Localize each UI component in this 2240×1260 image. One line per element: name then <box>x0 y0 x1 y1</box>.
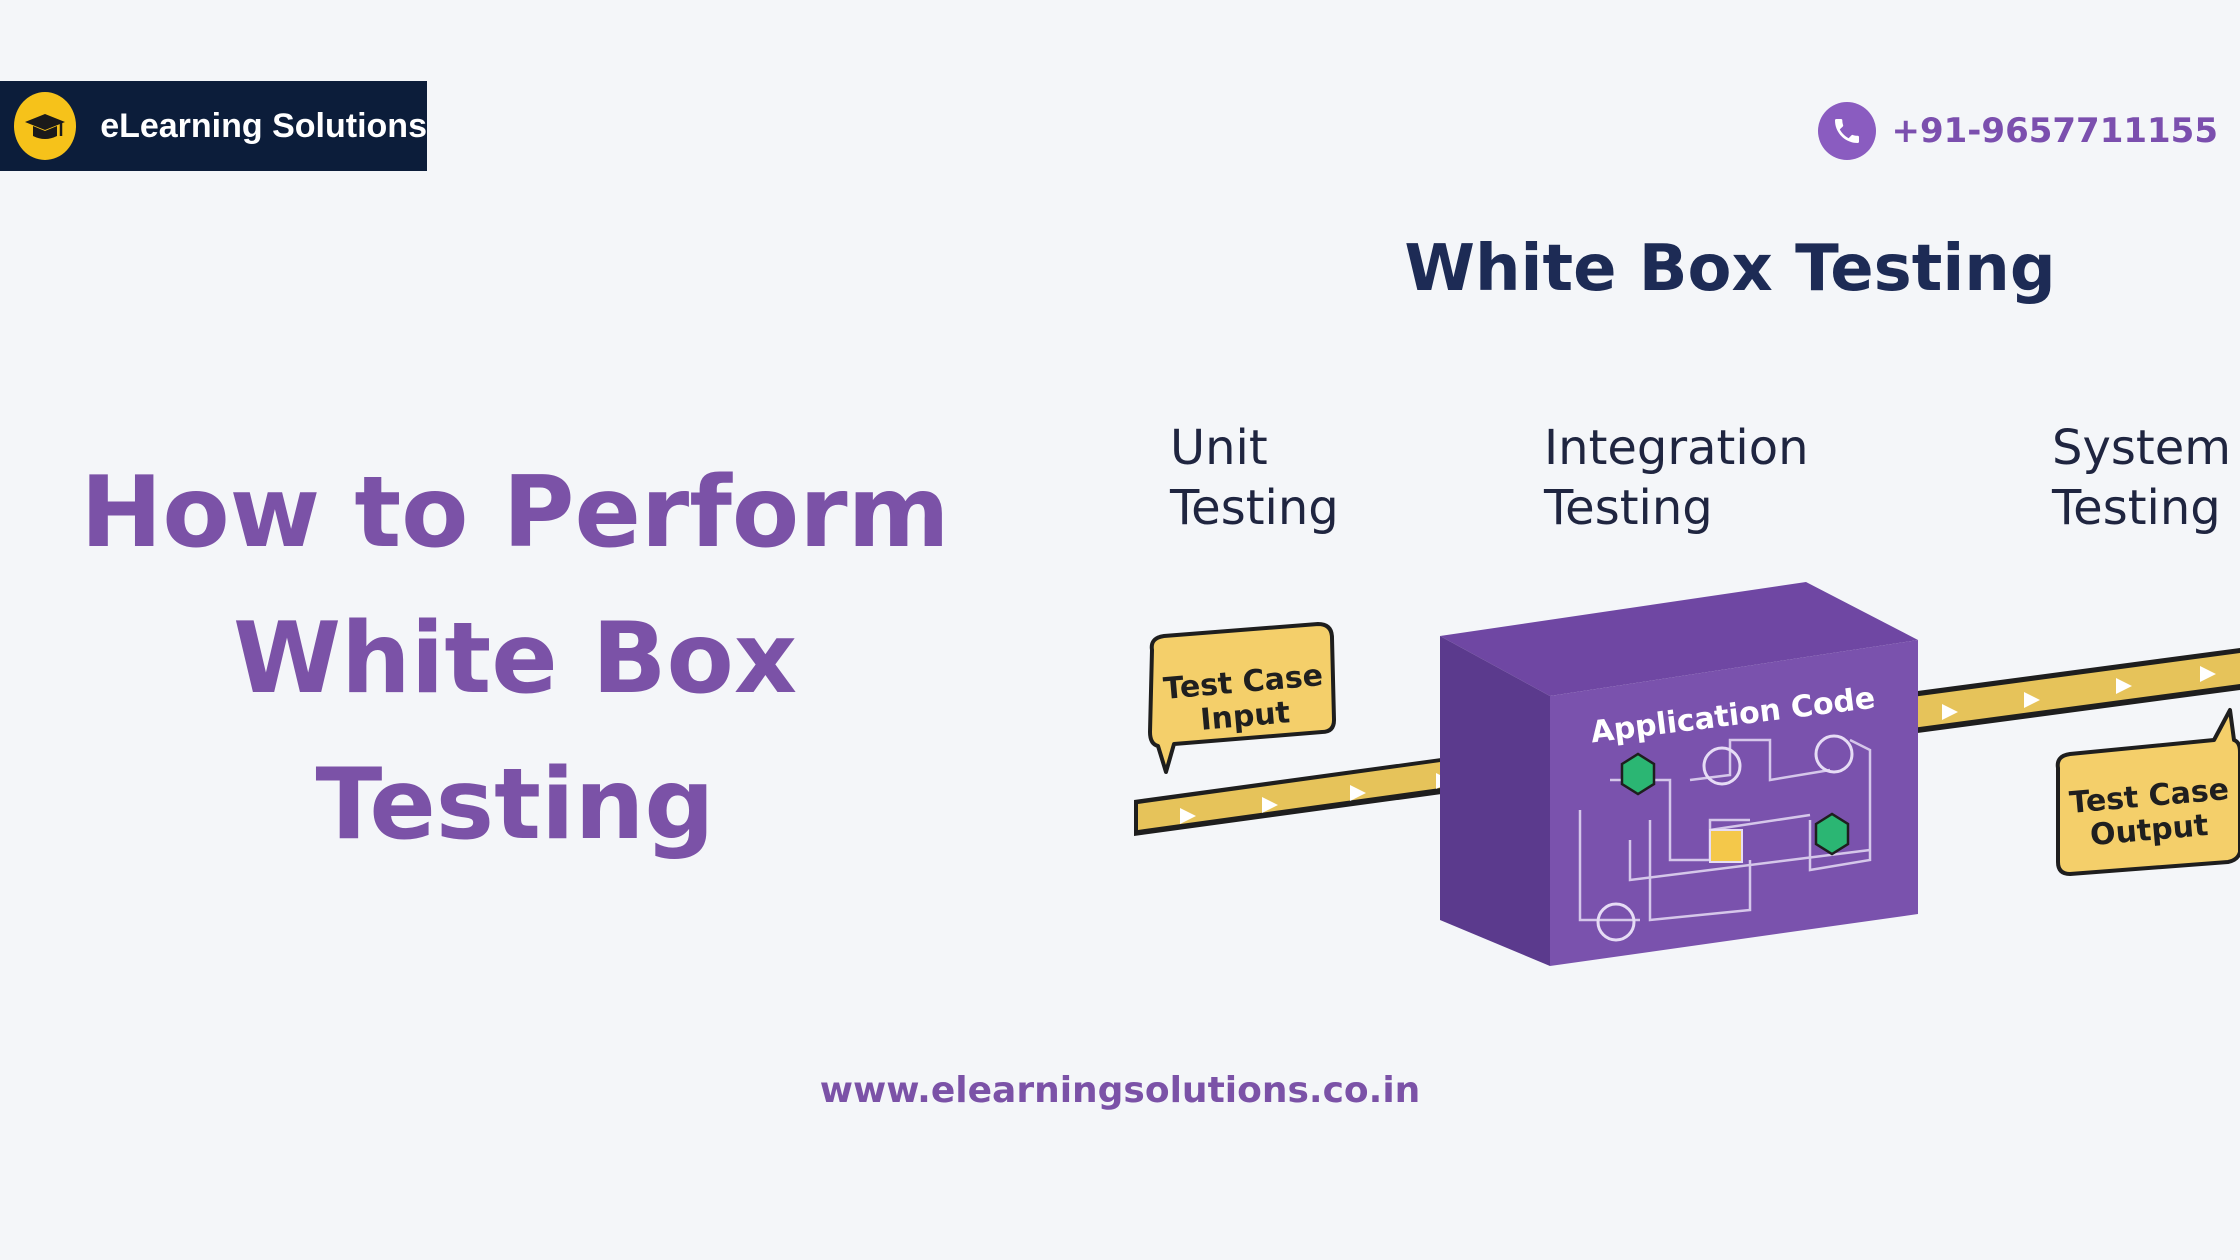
level-integration-line-2: Testing <box>1544 480 1713 536</box>
website-link[interactable]: www.elearningsolutions.co.in <box>819 1070 1421 1111</box>
level-unit-line-2: Testing <box>1170 480 1339 536</box>
phone-icon <box>1817 102 1876 160</box>
output-conveyor-belt <box>1910 648 2240 734</box>
level-unit-testing: Unit Testing <box>1170 418 1339 538</box>
circuit-node-ring-3 <box>1596 902 1636 942</box>
brand-logo-bar[interactable]: eLearning Solutions <box>0 81 427 171</box>
circuit-chip <box>1709 829 1743 863</box>
output-callout <box>2055 708 2240 876</box>
graduation-cap-icon <box>14 92 77 160</box>
input-label-line-2: Input <box>1199 695 1291 738</box>
application-code-box <box>1440 582 1918 966</box>
phone-number: +91-9657711155 <box>1891 111 2219 151</box>
headline-line-2: White Box Testing <box>232 602 798 862</box>
level-integration-testing: Integration Testing <box>1544 418 1809 538</box>
input-callout <box>1148 622 1336 774</box>
circuit-node-green-2 <box>1814 812 1850 856</box>
level-system-line-2: Testing <box>2052 480 2221 536</box>
page-headline: How to Perform White Box Testing <box>40 440 990 878</box>
phone-contact[interactable]: +91-9657711155 <box>1817 102 2219 160</box>
level-system-line-1: System <box>2052 420 2231 476</box>
brand-name: eLearning Solutions <box>100 106 427 145</box>
white-box-testing-diagram: Test Case Input Test Case Output Applica… <box>1110 220 2240 1000</box>
diagram-title: White Box Testing <box>1404 232 2056 306</box>
diagram-illustration: Test Case Input Test Case Output Applica… <box>1134 582 2240 966</box>
headline-line-1: How to Perform <box>80 456 950 570</box>
circuit-node-green-1 <box>1620 752 1656 796</box>
circuit-node-ring-2 <box>1814 734 1854 774</box>
circuit-node-ring-1 <box>1702 746 1742 786</box>
level-unit-line-1: Unit <box>1170 420 1268 476</box>
level-system-testing: System Testing <box>2052 418 2231 538</box>
level-integration-line-1: Integration <box>1544 420 1809 476</box>
